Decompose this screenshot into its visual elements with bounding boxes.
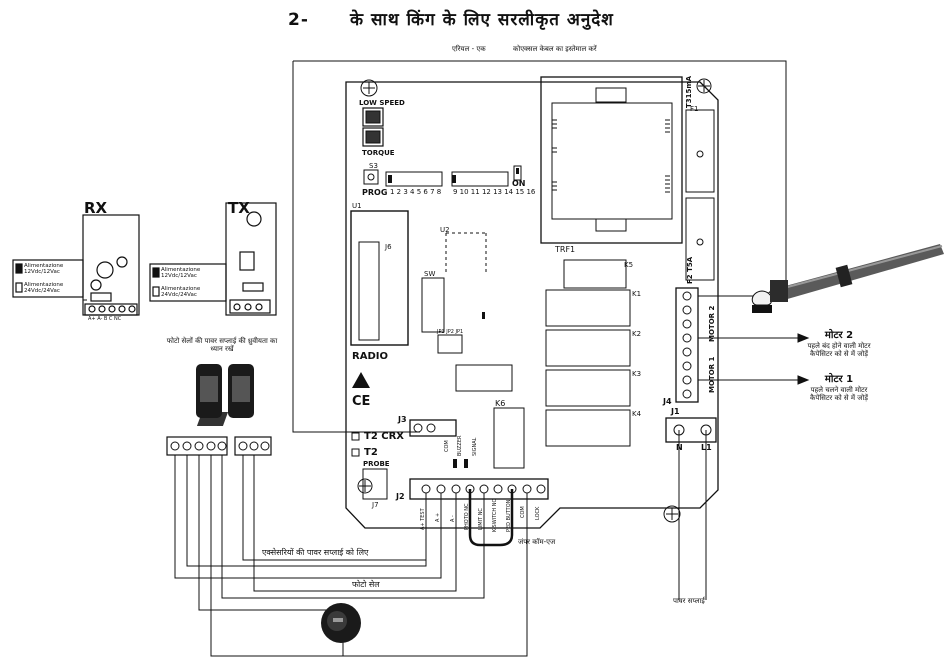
fuse1-rating: T315mA bbox=[685, 75, 693, 108]
coax-label: कोएक्सल केबल का इस्तेमाल करें bbox=[513, 45, 597, 53]
page-title-number: 2- bbox=[288, 10, 309, 30]
s3-label: S3 bbox=[369, 162, 378, 170]
dip2-numbers: 9 10 11 12 13 14 15 16 bbox=[453, 188, 536, 196]
motor2-callout: मोटर 2 पहले बंद होने वाली मोटर कैपेसिटर … bbox=[784, 330, 894, 358]
motor1-line1: पहले चलने वाली मोटर bbox=[810, 385, 868, 394]
com-label: COM bbox=[444, 440, 450, 452]
u2-label: U2 bbox=[440, 226, 450, 234]
motor2-line2: कैपेसिटर को से में जोड़ें bbox=[809, 349, 869, 358]
tx-supply-12v: Alimentazione 12Vdc/12Vac bbox=[161, 267, 201, 279]
j1-label: J1 bbox=[671, 407, 680, 416]
jp-labels: JP3 JP2 JP1 bbox=[437, 329, 464, 335]
j2-terminal-label: PHOTO NC bbox=[464, 503, 470, 530]
photocell-pair-drawing bbox=[196, 364, 254, 418]
j4-label: J4 bbox=[663, 397, 672, 406]
j2-terminal-label: A+ TEST bbox=[420, 508, 426, 530]
j2-terminal-label: K-SWITCH NO bbox=[492, 498, 498, 532]
j2-terminal-label: LOCK bbox=[535, 506, 541, 520]
j2-terminal-label: A + bbox=[435, 512, 441, 522]
key-switch-drawing bbox=[321, 603, 361, 643]
t2crx-label: T2 CRX bbox=[364, 431, 405, 442]
prog-label: PROG bbox=[362, 188, 388, 197]
motor1-callout: मोटर 1 पहले चलने वाली मोटर कैपेसिटर को स… bbox=[784, 374, 894, 402]
coax-cable-line bbox=[293, 60, 787, 280]
buzzer-label: BUZZER bbox=[457, 435, 463, 457]
motor1-board-label: MOTOR 1 bbox=[708, 356, 716, 393]
flashing-lamp-drawing bbox=[751, 290, 773, 313]
rx-module-drawing bbox=[12, 214, 140, 316]
j3-label: J3 bbox=[398, 415, 407, 424]
k2-label: K2 bbox=[632, 330, 642, 338]
radio-label: RADIO bbox=[352, 351, 388, 362]
low-speed-label: LOW SPEED bbox=[359, 99, 405, 107]
signal-label: SIGNAL bbox=[472, 437, 478, 456]
j2-terminal-label: PED BUTTON bbox=[506, 499, 512, 532]
tx-supply-24v: Alimentazione 24Vdc/24Vac bbox=[161, 286, 201, 298]
rx-label: RX bbox=[84, 199, 108, 217]
page-title: के साथ किंग के लिए सरलीकृत अनुदेश bbox=[350, 10, 614, 30]
jumper-label: जंपर कॉम-एज bbox=[518, 538, 556, 546]
k3-label: K3 bbox=[632, 370, 642, 378]
warning-icon bbox=[352, 372, 370, 388]
motor2-line1: पहले बंद होने वाली मोटर bbox=[807, 341, 871, 350]
control-board-outline bbox=[345, 81, 719, 529]
power-supply-label: पावर सप्लाई bbox=[673, 597, 705, 605]
k1-label: K1 bbox=[632, 290, 642, 298]
j2-terminal-label: COM bbox=[520, 506, 526, 518]
power-supply-wires bbox=[678, 430, 707, 600]
jumper-wire bbox=[468, 489, 514, 547]
k6-label: K6 bbox=[495, 399, 506, 408]
rx-supply-12v: Alimentazione 12Vdc/12Vac bbox=[24, 263, 64, 275]
antenna-lead-line bbox=[292, 61, 420, 433]
j6-label: J6 bbox=[385, 243, 392, 251]
motor1-line2: कैपेसिटर को से में जोड़ें bbox=[809, 393, 869, 402]
fuse2-rating: F2 T5A bbox=[686, 256, 694, 284]
rx-supply-24v: Alimentazione 24Vdc/24Vac bbox=[24, 282, 64, 294]
probe-label: PROBE bbox=[363, 460, 390, 468]
on-label: ON bbox=[512, 179, 526, 188]
photocell-label: फोटो सेल bbox=[352, 580, 380, 589]
k5-label: K5 bbox=[624, 261, 634, 269]
k4-label: K4 bbox=[632, 410, 642, 418]
motor2-board-label: MOTOR 2 bbox=[708, 305, 716, 342]
torque-label: TORQUE bbox=[362, 149, 395, 157]
photocell-polarity-note: फोटो सेलों की पावर सप्लाई की ध्रुवीयता क… bbox=[166, 337, 278, 354]
trf1-label: TRF1 bbox=[555, 245, 576, 254]
j2-terminal-label: LIMIT NC bbox=[478, 508, 484, 530]
motor2-title: मोटर 2 bbox=[824, 330, 854, 341]
dip1-numbers: 1 2 3 4 5 6 7 8 bbox=[390, 188, 442, 196]
sw-label: SW bbox=[424, 270, 436, 278]
j2-label: J2 bbox=[396, 492, 405, 501]
motor-actuator-drawing bbox=[770, 244, 944, 302]
rx-terminal-labels: A+ A- B C NC bbox=[88, 316, 122, 322]
u1-label: U1 bbox=[352, 202, 362, 210]
j7-label: J7 bbox=[372, 501, 379, 509]
motor1-title: मोटर 1 bbox=[824, 374, 854, 385]
antenna-label: एरियल - एक bbox=[452, 45, 486, 53]
neutral-label: N bbox=[676, 443, 683, 452]
j2-terminal-label: A - bbox=[450, 515, 456, 522]
accessories-power-label: एक्सेसरियों की पावर सप्लाई को लिए bbox=[262, 548, 369, 557]
ce-mark: CE bbox=[352, 394, 371, 409]
tx-label: TX bbox=[228, 199, 250, 217]
tx-module-drawing bbox=[149, 202, 277, 316]
line-label: L1 bbox=[701, 443, 712, 452]
f1-label: F1 bbox=[690, 105, 699, 113]
t2-label: T2 bbox=[364, 447, 378, 458]
